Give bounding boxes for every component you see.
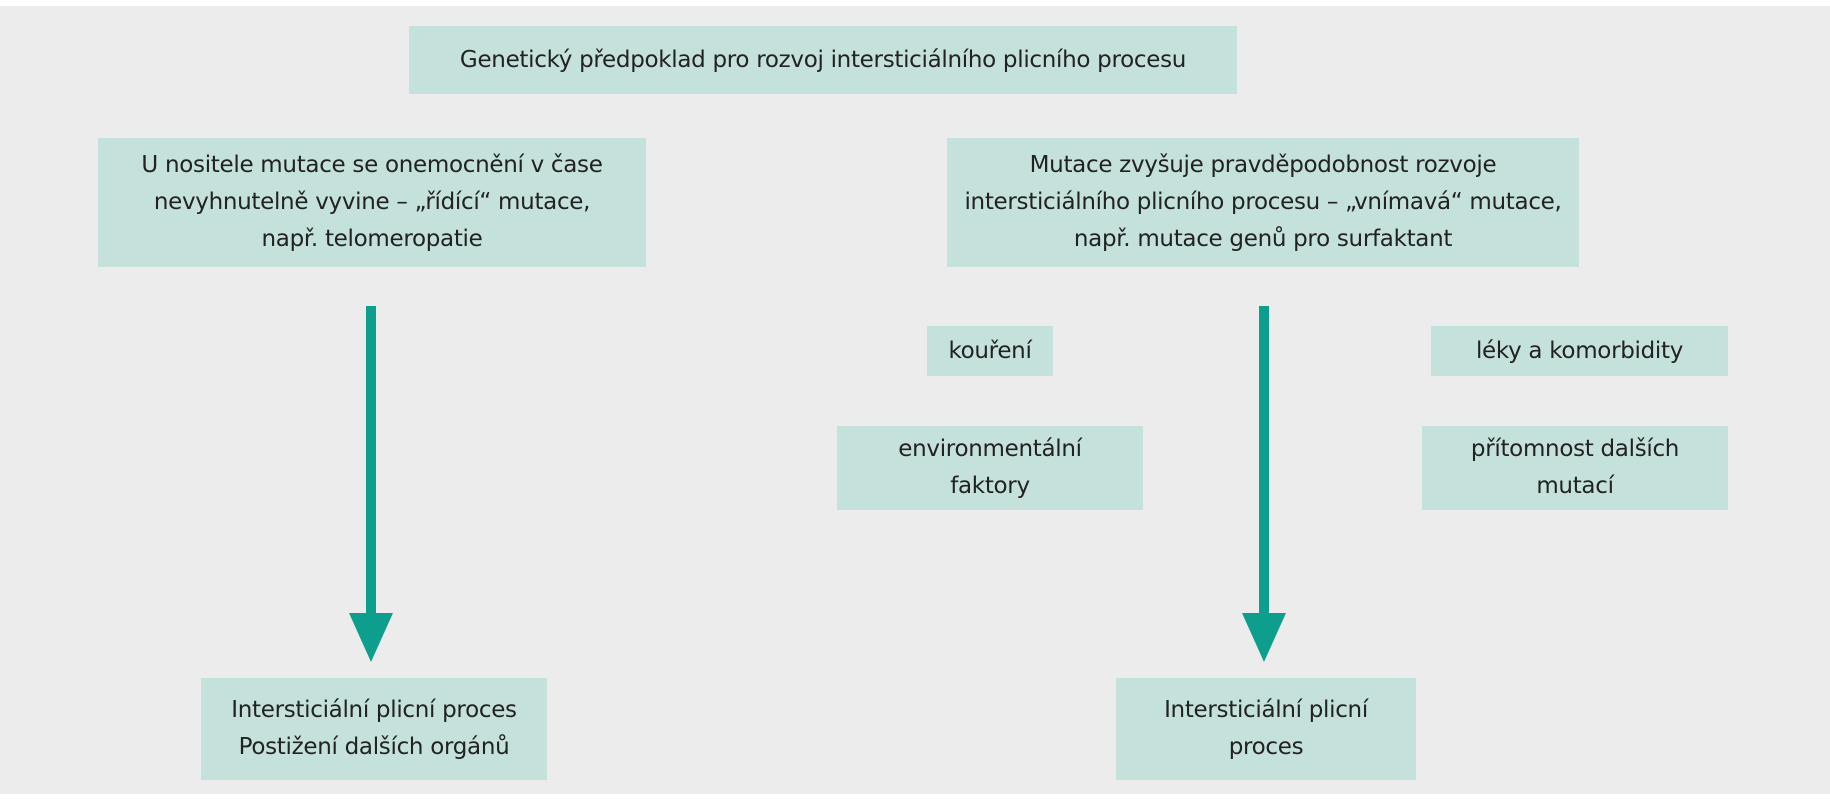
factor-environmental-label: environmentální faktory (898, 436, 1082, 499)
right-cause-label: Mutace zvyšuje pravděpodobnost rozvoje i… (964, 152, 1562, 252)
left-outcome-node: Intersticiální plicní proces Postižení d… (201, 678, 547, 780)
left-arrow (349, 306, 393, 662)
factor-other-mutations-label: přítomnost dalších mutací (1470, 436, 1680, 499)
factor-environmental: environmentální faktory (837, 426, 1143, 510)
factor-drugs-comorbidities-label: léky a komorbidity (1475, 337, 1684, 364)
diagram-canvas: Genetický předpoklad pro rozvoj intersti… (0, 6, 1830, 794)
left-outcome-label: Intersticiální plicní proces Postižení d… (231, 697, 517, 760)
factor-drugs-comorbidities: léky a komorbidity (1431, 326, 1728, 376)
factor-smoking-label: kouření (948, 337, 1032, 364)
left-cause-label: U nositele mutace se onemocnění v čase n… (141, 152, 603, 252)
factor-smoking: kouření (927, 326, 1053, 376)
right-outcome-label: Intersticiální plicní proces (1164, 697, 1368, 760)
right-cause-node: Mutace zvyšuje pravděpodobnost rozvoje i… (947, 138, 1579, 267)
left-cause-node: U nositele mutace se onemocnění v čase n… (98, 138, 646, 267)
root-node: Genetický předpoklad pro rozvoj intersti… (409, 26, 1237, 94)
arrows-layer (349, 306, 1286, 662)
factor-other-mutations: přítomnost dalších mutací (1422, 426, 1728, 510)
right-outcome-node: Intersticiální plicní proces (1116, 678, 1416, 780)
right-arrow (1242, 306, 1286, 662)
root-node-label: Genetický předpoklad pro rozvoj intersti… (459, 46, 1187, 73)
